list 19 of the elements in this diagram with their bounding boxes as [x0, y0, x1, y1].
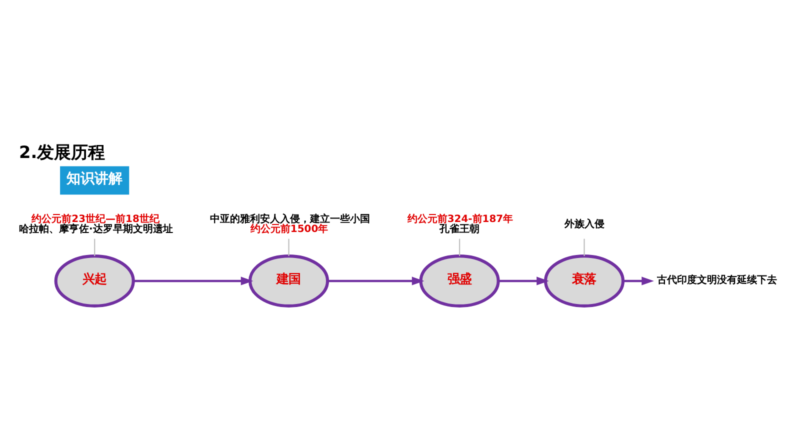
connector: [288, 238, 290, 256]
node-text: 约公元前23世纪—前18世纪 哈拉帕、摩亨佐·达罗早期文明遗址: [19, 214, 173, 235]
arrow: [623, 276, 654, 285]
connector: [584, 238, 585, 256]
node-text: 古代印度文明没有延续下去: [656, 274, 777, 286]
node-text: 中亚的雅利安人入侵，建立一些小国 约公元前1500年: [210, 214, 370, 235]
node-ellipse: 兴起: [54, 254, 135, 307]
node-ellipse: 强盛: [419, 254, 500, 307]
connector: [458, 238, 460, 256]
diagram-title: 2.发展历程: [19, 141, 106, 162]
node-text: 约公元前324-前187年 孔雀王朝: [407, 214, 514, 235]
connector: [94, 238, 96, 256]
label: 知识讲解: [66, 170, 123, 187]
node-ellipse: 建国: [248, 254, 330, 307]
arrow: [498, 276, 549, 285]
arrow: [328, 276, 424, 285]
arrow: [133, 276, 254, 285]
node-text: 外族入侵: [564, 218, 604, 230]
node-ellipse: 衰落: [544, 254, 625, 307]
